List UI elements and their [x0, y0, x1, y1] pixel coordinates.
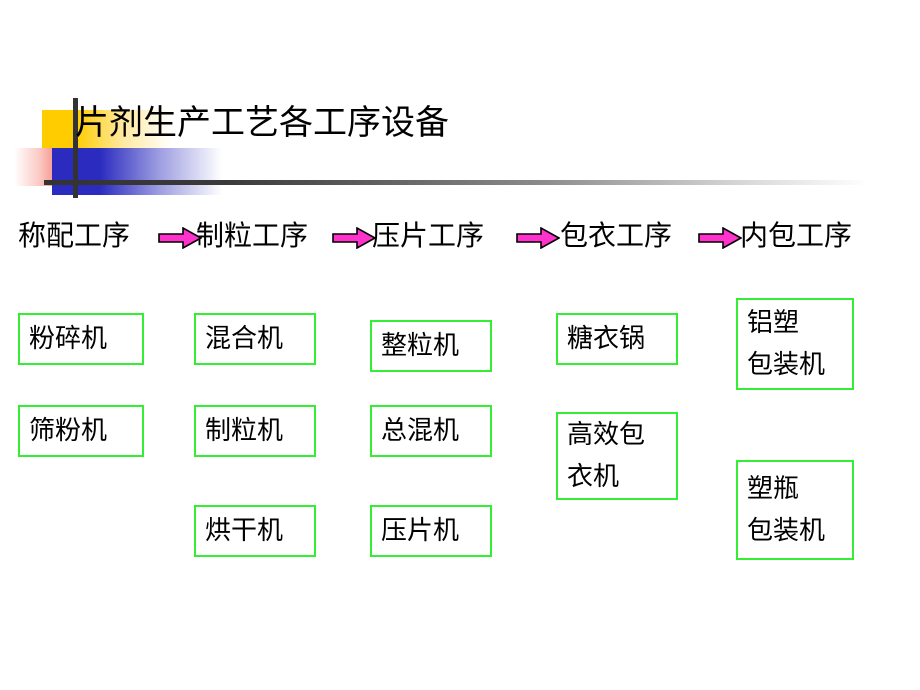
process-flow-row: 称配工序 制粒工序 压片工序 包衣工序 内包工序: [0, 216, 920, 262]
equipment-label: 糖衣锅: [567, 324, 646, 354]
equipment-label: 包装机: [747, 516, 826, 546]
equipment-label: 衣机: [567, 462, 620, 492]
equipment-box[interactable]: 糖衣锅: [556, 313, 678, 365]
horizontal-rule-decor: [44, 180, 869, 185]
flow-arrow-icon-3: [516, 226, 561, 250]
equipment-box[interactable]: 总混机: [370, 405, 492, 457]
equipment-label: 高效包: [567, 420, 646, 450]
equipment-label: 烘干机: [205, 516, 284, 546]
equipment-box[interactable]: 整粒机: [370, 320, 492, 372]
red-block-decor: [14, 148, 76, 186]
equipment-box[interactable]: 筛粉机: [18, 405, 144, 457]
equipment-box[interactable]: 压片机: [370, 505, 492, 557]
equipment-label: 塑瓶: [747, 474, 800, 504]
blue-block-decor: [52, 148, 222, 195]
page-title: 片剂生产工艺各工序设备: [75, 103, 449, 143]
equipment-label: 压片机: [381, 516, 460, 546]
flow-step-2: 制粒工序: [196, 219, 309, 252]
equipment-label: 总混机: [381, 416, 460, 446]
flow-step-5: 内包工序: [740, 219, 853, 252]
equipment-label: 整粒机: [381, 331, 460, 361]
equipment-box[interactable]: 制粒机: [194, 405, 316, 457]
equipment-label: 筛粉机: [29, 416, 108, 446]
equipment-box[interactable]: 高效包衣机: [556, 412, 678, 500]
equipment-label: 包装机: [747, 350, 826, 380]
flow-step-4: 包衣工序: [560, 219, 673, 252]
flow-arrow-icon-1: [158, 226, 203, 250]
flow-step-1: 称配工序: [18, 219, 131, 252]
equipment-box[interactable]: 粉碎机: [18, 313, 144, 365]
equipment-label: 制粒机: [205, 416, 284, 446]
equipment-box[interactable]: 混合机: [194, 313, 316, 365]
equipment-box[interactable]: 铝塑包装机: [736, 298, 854, 390]
equipment-label: 铝塑: [747, 308, 800, 338]
equipment-box[interactable]: 塑瓶包装机: [736, 460, 854, 560]
flow-arrow-icon-4: [698, 226, 743, 250]
equipment-label: 混合机: [205, 324, 284, 354]
equipment-label: 粉碎机: [29, 324, 108, 354]
equipment-box[interactable]: 烘干机: [194, 505, 316, 557]
flow-step-3: 压片工序: [372, 219, 485, 252]
flow-arrow-icon-2: [332, 226, 377, 250]
